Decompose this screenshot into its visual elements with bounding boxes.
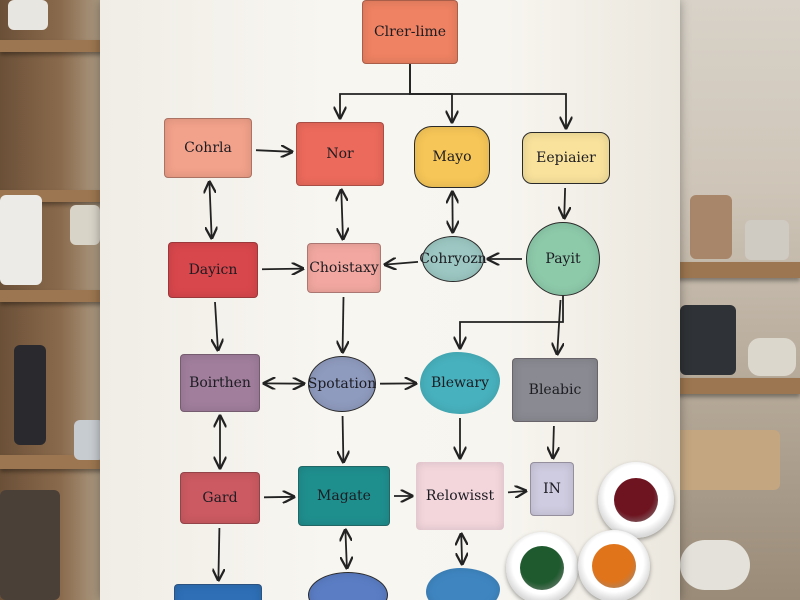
node-label: Mayo: [432, 149, 472, 165]
edge-relowisst-b3: [461, 534, 462, 564]
edge-cohrla-dayicn: [209, 182, 211, 238]
node-payit: Payit: [526, 222, 600, 296]
shelf-board: [660, 378, 800, 394]
right-shelf-area: [660, 0, 800, 600]
box: [670, 430, 780, 490]
node-eepiaier: Eepiaier: [522, 132, 610, 184]
node-label: Relowisst: [425, 488, 495, 504]
edge-top-eepiaier: [409, 64, 566, 128]
edge-gard-b1: [218, 527, 219, 580]
edge-spotation-magate: [343, 415, 344, 462]
dark-jar: [680, 305, 736, 375]
node-label: Boirthen: [189, 375, 251, 391]
edge-cohryozn-choistaxy: [385, 262, 419, 265]
paint-well: [520, 546, 564, 590]
node-label: Eepiaier: [536, 150, 596, 166]
node-label: Spotation: [307, 376, 377, 392]
white-canister: [0, 195, 42, 285]
jar: [745, 220, 789, 260]
node-b3: [426, 568, 500, 600]
node-in: IN: [530, 462, 574, 516]
orange-paint-cup: [578, 530, 650, 600]
node-label: Gard: [202, 490, 238, 506]
node-bleabic: Bleabic: [512, 358, 598, 422]
node-label: Magate: [317, 488, 371, 504]
edge-payit-blewary: [460, 296, 564, 348]
node-label: Clrer-lime: [373, 24, 447, 40]
paint-well: [592, 544, 636, 588]
edge-eepiaier-payit: [564, 187, 565, 218]
node-label: Dayicn: [188, 262, 238, 278]
node-label: Choistaxy: [309, 260, 379, 276]
dark-bottle: [14, 345, 46, 445]
node-mayo: Mayo: [414, 126, 490, 188]
edge-magate-b2: [345, 530, 347, 568]
edge-top-nor: [340, 93, 410, 118]
edge-relowisst-in: [507, 491, 526, 492]
edge-nor-choistaxy: [341, 190, 343, 239]
jar: [70, 205, 100, 245]
shelf-board: [0, 290, 110, 302]
node-label: Cohrla: [184, 140, 232, 156]
node-cohryozn: Cohryozn: [419, 236, 487, 282]
shelf-board: [660, 262, 800, 278]
node-choistaxy: Choistaxy: [307, 243, 381, 293]
node-gard: Gard: [180, 472, 260, 524]
edge-payit-bleabic: [557, 299, 560, 354]
edge-bleabic-in: [553, 425, 554, 458]
node-nor: Nor: [296, 122, 384, 186]
node-boirthen: Boirthen: [180, 354, 260, 412]
shelf-board: [0, 40, 110, 52]
books: [0, 490, 60, 600]
edge-top-mayo: [409, 64, 452, 122]
jar: [690, 195, 732, 259]
node-top: Clrer-lime: [362, 0, 458, 64]
jar: [74, 420, 104, 460]
jar: [8, 0, 48, 30]
node-label: Blewary: [431, 375, 489, 391]
edge-dayicn-boirthen: [215, 301, 218, 350]
node-magate: Magate: [298, 466, 390, 526]
node-b1: [174, 584, 262, 600]
node-blewary: Blewary: [420, 352, 500, 414]
node-label: Payit: [545, 251, 581, 267]
bowl: [680, 540, 750, 590]
green-paint-cup: [506, 532, 578, 600]
node-spotation: Spotation: [308, 356, 376, 412]
node-label: Cohryozn: [419, 251, 487, 267]
bowl: [748, 338, 796, 376]
maroon-paint-cup: [598, 462, 674, 538]
node-label: Nor: [326, 146, 354, 162]
node-dayicn: Dayicn: [168, 242, 258, 298]
edge-cohrla-nor: [255, 150, 292, 152]
edge-choistaxy-spotation: [343, 296, 344, 352]
paint-well: [614, 478, 658, 522]
edge-dayicn-choistaxy: [261, 269, 303, 270]
node-label: IN: [543, 481, 561, 497]
node-label: Bleabic: [528, 382, 582, 398]
node-relowisst: Relowisst: [416, 462, 504, 530]
node-cohrla: Cohrla: [164, 118, 252, 178]
